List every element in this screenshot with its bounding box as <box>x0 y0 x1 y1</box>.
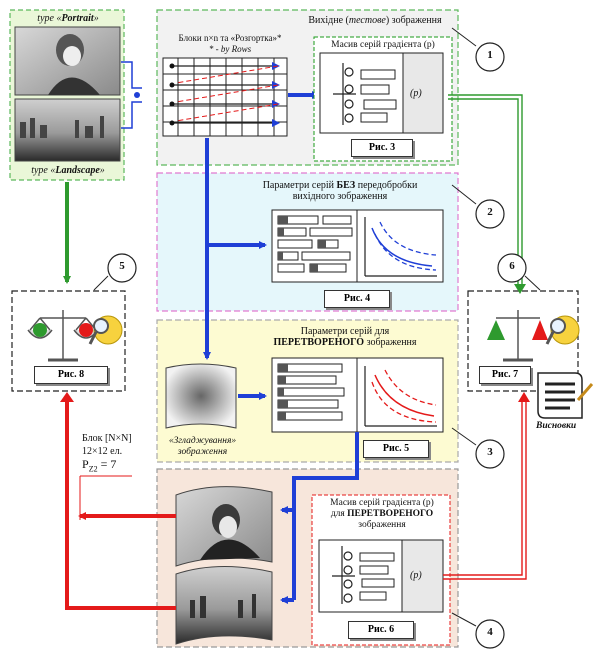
step-number-3: 3 <box>487 446 493 458</box>
step-number-5: 5 <box>119 260 125 272</box>
p-symbol-2: (p) <box>410 570 422 581</box>
fig3-label: Рис. 3 <box>351 139 413 157</box>
fig7-label: Рис. 7 <box>479 366 531 384</box>
transformed-landscape <box>175 566 273 645</box>
conclusions-scroll <box>537 372 583 419</box>
balance-scale-right <box>496 310 540 362</box>
smoothed-image <box>165 363 237 429</box>
fig6-label: Рис. 6 <box>348 621 414 639</box>
block-note: Блок [N×N] 12×12 ел. PZ2 = 7 <box>82 433 132 474</box>
step-number-2: 2 <box>487 206 493 218</box>
blocks-grid <box>162 57 288 137</box>
blocks-label: Блоки n×n та «Розгортка»** - by Rows <box>178 33 282 54</box>
panel4-title: Масив серій градієнта (p)для ПЕРЕТВОРЕНО… <box>330 498 434 530</box>
panel1-title: Вихідне (тестове) зображення <box>308 15 442 26</box>
step-number-1: 1 <box>487 49 493 61</box>
fig4-label: Рис. 4 <box>324 290 390 308</box>
fig8-label: Рис. 8 <box>34 366 108 384</box>
step-number-6: 6 <box>509 260 515 272</box>
gradient-array-label: Масив серій градієнта (p) <box>331 40 435 50</box>
landscape-caption: type «Landscape» <box>31 165 105 176</box>
p-symbol-1: (p) <box>410 88 422 99</box>
fig5-label: Рис. 5 <box>363 440 429 458</box>
conclusions-label: Висновки <box>536 421 577 431</box>
smoothing-caption: «Згладжування»зображення <box>168 436 237 457</box>
portrait-caption: type «Portrait» <box>37 13 99 24</box>
step-number-4: 4 <box>487 626 493 638</box>
